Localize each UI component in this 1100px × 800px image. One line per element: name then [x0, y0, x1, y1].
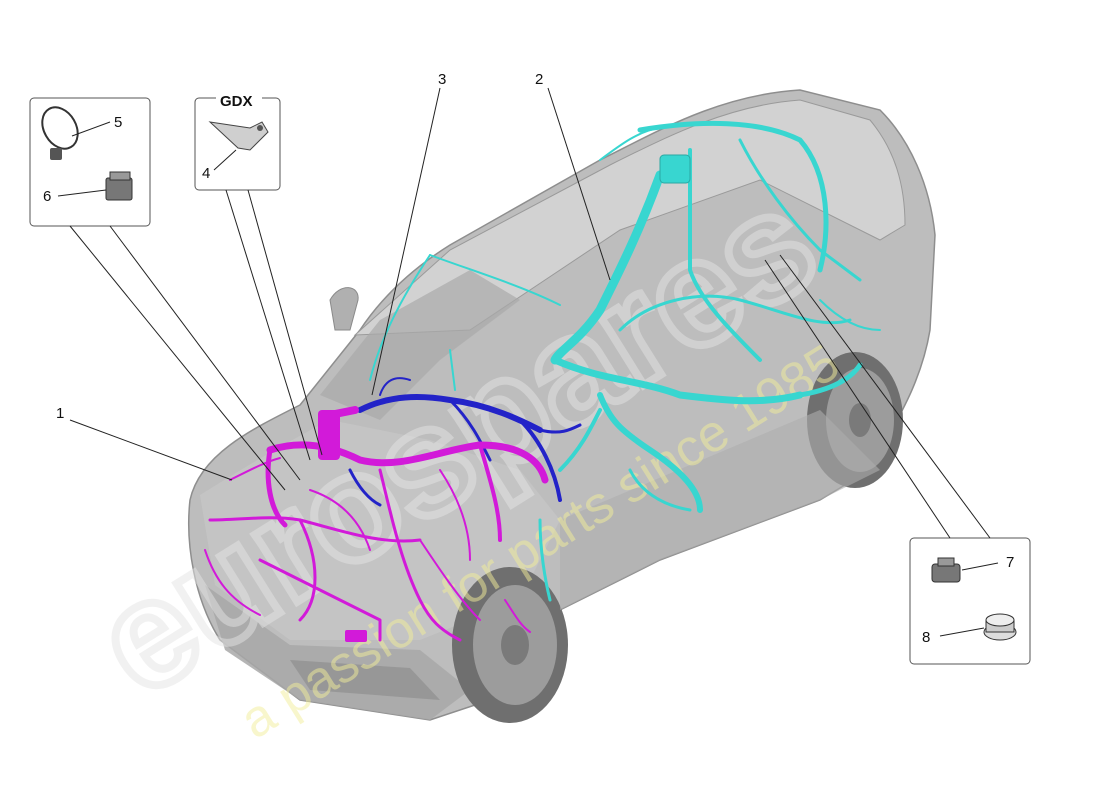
callout-5: 5	[114, 114, 122, 131]
callout-1: 1	[56, 405, 64, 422]
callout-3: 3	[438, 71, 446, 88]
grommet-icon	[983, 613, 1017, 641]
gdx-label: GDX	[220, 93, 253, 110]
bracket-icon	[208, 121, 269, 151]
harness-dash	[348, 377, 582, 507]
front-wheel	[452, 567, 568, 723]
inset-parts-5-6: 5 6	[29, 97, 151, 227]
connector-block-icon	[105, 171, 133, 201]
ring-clamp-icon	[41, 106, 79, 160]
inset-part-4: GDX 4	[194, 90, 281, 191]
callout-8: 8	[922, 629, 930, 646]
leader-lines	[69, 87, 991, 539]
callout-7: 7	[1006, 554, 1014, 571]
callout-2: 2	[535, 71, 543, 88]
callout-6: 6	[43, 188, 51, 205]
callout-4: 4	[202, 165, 210, 182]
harness-body	[369, 120, 881, 602]
harness-front	[204, 406, 549, 642]
connector-plug-icon	[931, 557, 961, 583]
inset-parts-7-8: 7 8	[909, 537, 1031, 665]
car-body	[188, 89, 936, 723]
